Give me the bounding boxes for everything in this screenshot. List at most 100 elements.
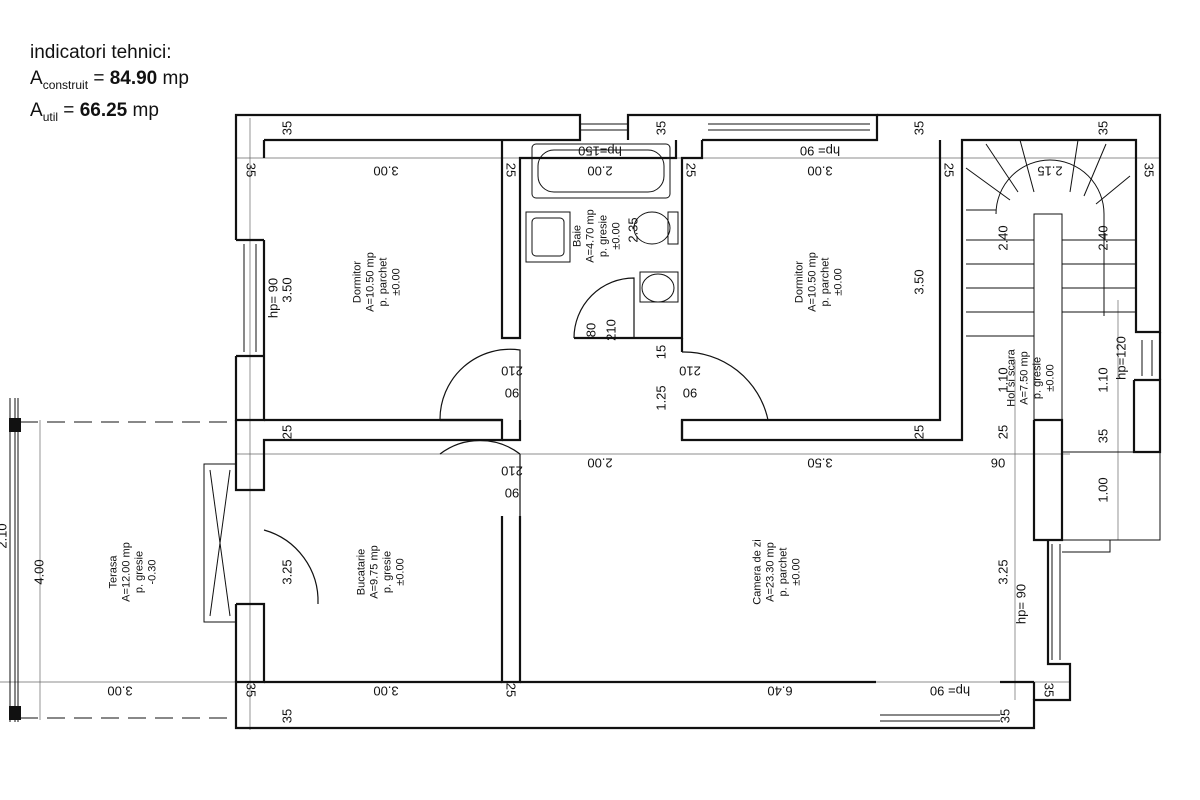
dimension-d200b: 2.00 [587, 456, 612, 471]
room-label-line: Hol si scara [1006, 348, 1018, 406]
dimension-bot640: 6.40 [767, 684, 792, 699]
dimension-top35c: 35 [911, 121, 926, 135]
room-label-line: A=7.50 mp [1019, 351, 1031, 405]
dimension-d25e: 25 [911, 425, 926, 439]
dimension-d25b: 25 [684, 163, 699, 177]
room-label-line: Dormitor [794, 261, 806, 304]
dimension-d210e: 2.10 [0, 523, 9, 548]
dimension-d15: 15 [653, 345, 668, 359]
useful-area-unit: mp [127, 100, 159, 121]
built-area-line: Aconstruit = 84.90 mp [30, 68, 189, 92]
room-label-line: -0.30 [147, 559, 159, 584]
room-label-line: p. gresie [382, 551, 394, 593]
room-label-bucatarie: BucatarieA=9.75 mpp. gresie±0.00 [356, 545, 407, 599]
dimension-d400: 4.00 [31, 559, 46, 584]
room-label-line: Baie [572, 225, 584, 247]
dimension-d350m: 3.50 [807, 456, 832, 471]
dimension-d210a: 210 [603, 319, 618, 341]
room-label-line: A=10.50 mp [365, 252, 377, 312]
dimension-hp90bot: hp= 90 [930, 684, 970, 699]
room-label-dormitor1: DormitorA=10.50 mpp. parchet±0.00 [352, 252, 403, 312]
dimension-d240b: 2.40 [1095, 225, 1110, 250]
dimension-bot35c: 35 [279, 709, 294, 723]
stair [965, 139, 1136, 420]
dimension-d210d: 210 [501, 464, 523, 479]
room-label-line: p. parchet [820, 258, 832, 307]
dimension-bot300b: 3.00 [373, 684, 398, 699]
dimension-d325b: 3.25 [995, 559, 1010, 584]
door-swings [263, 277, 769, 605]
dimension-top35a: 35 [279, 121, 294, 135]
dimension-hp90top: hp= 90 [800, 144, 840, 159]
room-label-line: ±0.00 [391, 268, 403, 295]
room-label-dormitor2: DormitorA=10.50 mpp. parchet±0.00 [794, 252, 845, 312]
dimension-labels: 35 35 35 35 35 35 3.00 25 2.00 25 3.00 25 2.15 hp=150… [0, 121, 1157, 723]
dimension-d35h: 35 [1095, 429, 1110, 443]
technical-indicators-title: indicatori tehnici: [30, 42, 172, 63]
room-label-line: p. parchet [778, 548, 790, 597]
entry-canopy [203, 463, 236, 623]
useful-area-subscript: util [42, 109, 59, 124]
dimension-d90b: 90 [683, 386, 697, 401]
dimension-d300a: 3.00 [373, 164, 398, 179]
room-label-baie: BaieA=4.70 mpp. gresie±0.00 [572, 209, 623, 263]
room-label-line: A=12.00 mp [121, 542, 133, 602]
room-label-line: ±0.00 [395, 558, 407, 585]
room-label-line: p. parchet [378, 258, 390, 307]
room-label-line: ±0.00 [833, 268, 845, 295]
dimension-top35d: 35 [1095, 121, 1110, 135]
useful-area-eq: = [58, 100, 80, 121]
dimension-d210b: 210 [501, 364, 523, 379]
walls [234, 113, 1162, 730]
dimension-d325a: 3.25 [279, 559, 294, 584]
room-label-line: Bucatarie [356, 549, 368, 595]
dimension-bot25: 25 [504, 683, 519, 697]
dimension-d350r: 3.50 [911, 269, 926, 294]
dimension-d235: 2.35 [625, 217, 640, 242]
built-area-symbol: A [30, 68, 43, 89]
room-label-line: Dormitor [352, 261, 364, 304]
useful-area-line: Autil = 66.25 mp [30, 100, 159, 124]
room-label-line: p. gresie [598, 215, 610, 257]
room-labels: DormitorA=10.50 mpp. parchet±0.00BaieA=4… [108, 209, 1057, 604]
dimension-d215: 2.15 [1037, 164, 1062, 179]
useful-area-symbol: A [30, 100, 43, 121]
built-area-subscript: construit [42, 77, 89, 92]
room-label-line: A=9.75 mp [369, 545, 381, 599]
dimension-d300b: 3.00 [807, 164, 832, 179]
dimension-d100: 1.00 [1095, 477, 1110, 502]
dimension-hp90r: hp= 90 [1013, 584, 1028, 624]
terrace-railing [9, 398, 21, 722]
dimension-bot35a: 35 [244, 683, 259, 697]
room-label-line: Terasa [108, 555, 120, 589]
dimension-d06: 06 [991, 456, 1005, 471]
dimension-d25a: 25 [504, 163, 519, 177]
dimension-hp150: hp=150 [578, 144, 622, 159]
dimension-hp90l: hp= 90 [265, 278, 280, 318]
built-area-eq: = [88, 68, 110, 89]
dimension-d25f: 25 [995, 425, 1010, 439]
dimension-d25c: 25 [942, 163, 957, 177]
dimension-d25d: 25 [279, 425, 294, 439]
dimension-d110b: 1.10 [1095, 367, 1110, 392]
dimension-bot300a: 3.00 [107, 684, 132, 699]
room-label-line: A=4.70 mp [585, 209, 597, 263]
room-label-hol: Hol si scaraA=7.50 mpp. gresie±0.00 [1006, 348, 1057, 406]
windows [243, 123, 1161, 722]
dimension-d200a: 2.00 [587, 164, 612, 179]
dimension-d90c: 90 [505, 486, 519, 501]
dimension-d240a: 2.40 [995, 225, 1010, 250]
room-label-line: A=10.50 mp [807, 252, 819, 312]
room-label-line: p. gresie [134, 551, 146, 593]
room-label-line: Camera de zi [752, 539, 764, 604]
dimension-w35l: 35 [244, 163, 259, 177]
room-label-line: p. gresie [1032, 357, 1044, 399]
dimension-bot35d: 35 [997, 709, 1012, 723]
room-label-line: ±0.00 [791, 558, 803, 585]
room-label-line: ±0.00 [1045, 364, 1057, 391]
dimension-d210c: 210 [679, 364, 701, 379]
dimension-d350l: 3.50 [279, 277, 294, 302]
built-area-value: 84.90 [109, 68, 158, 89]
dimension-bot35b: 35 [1042, 683, 1057, 697]
